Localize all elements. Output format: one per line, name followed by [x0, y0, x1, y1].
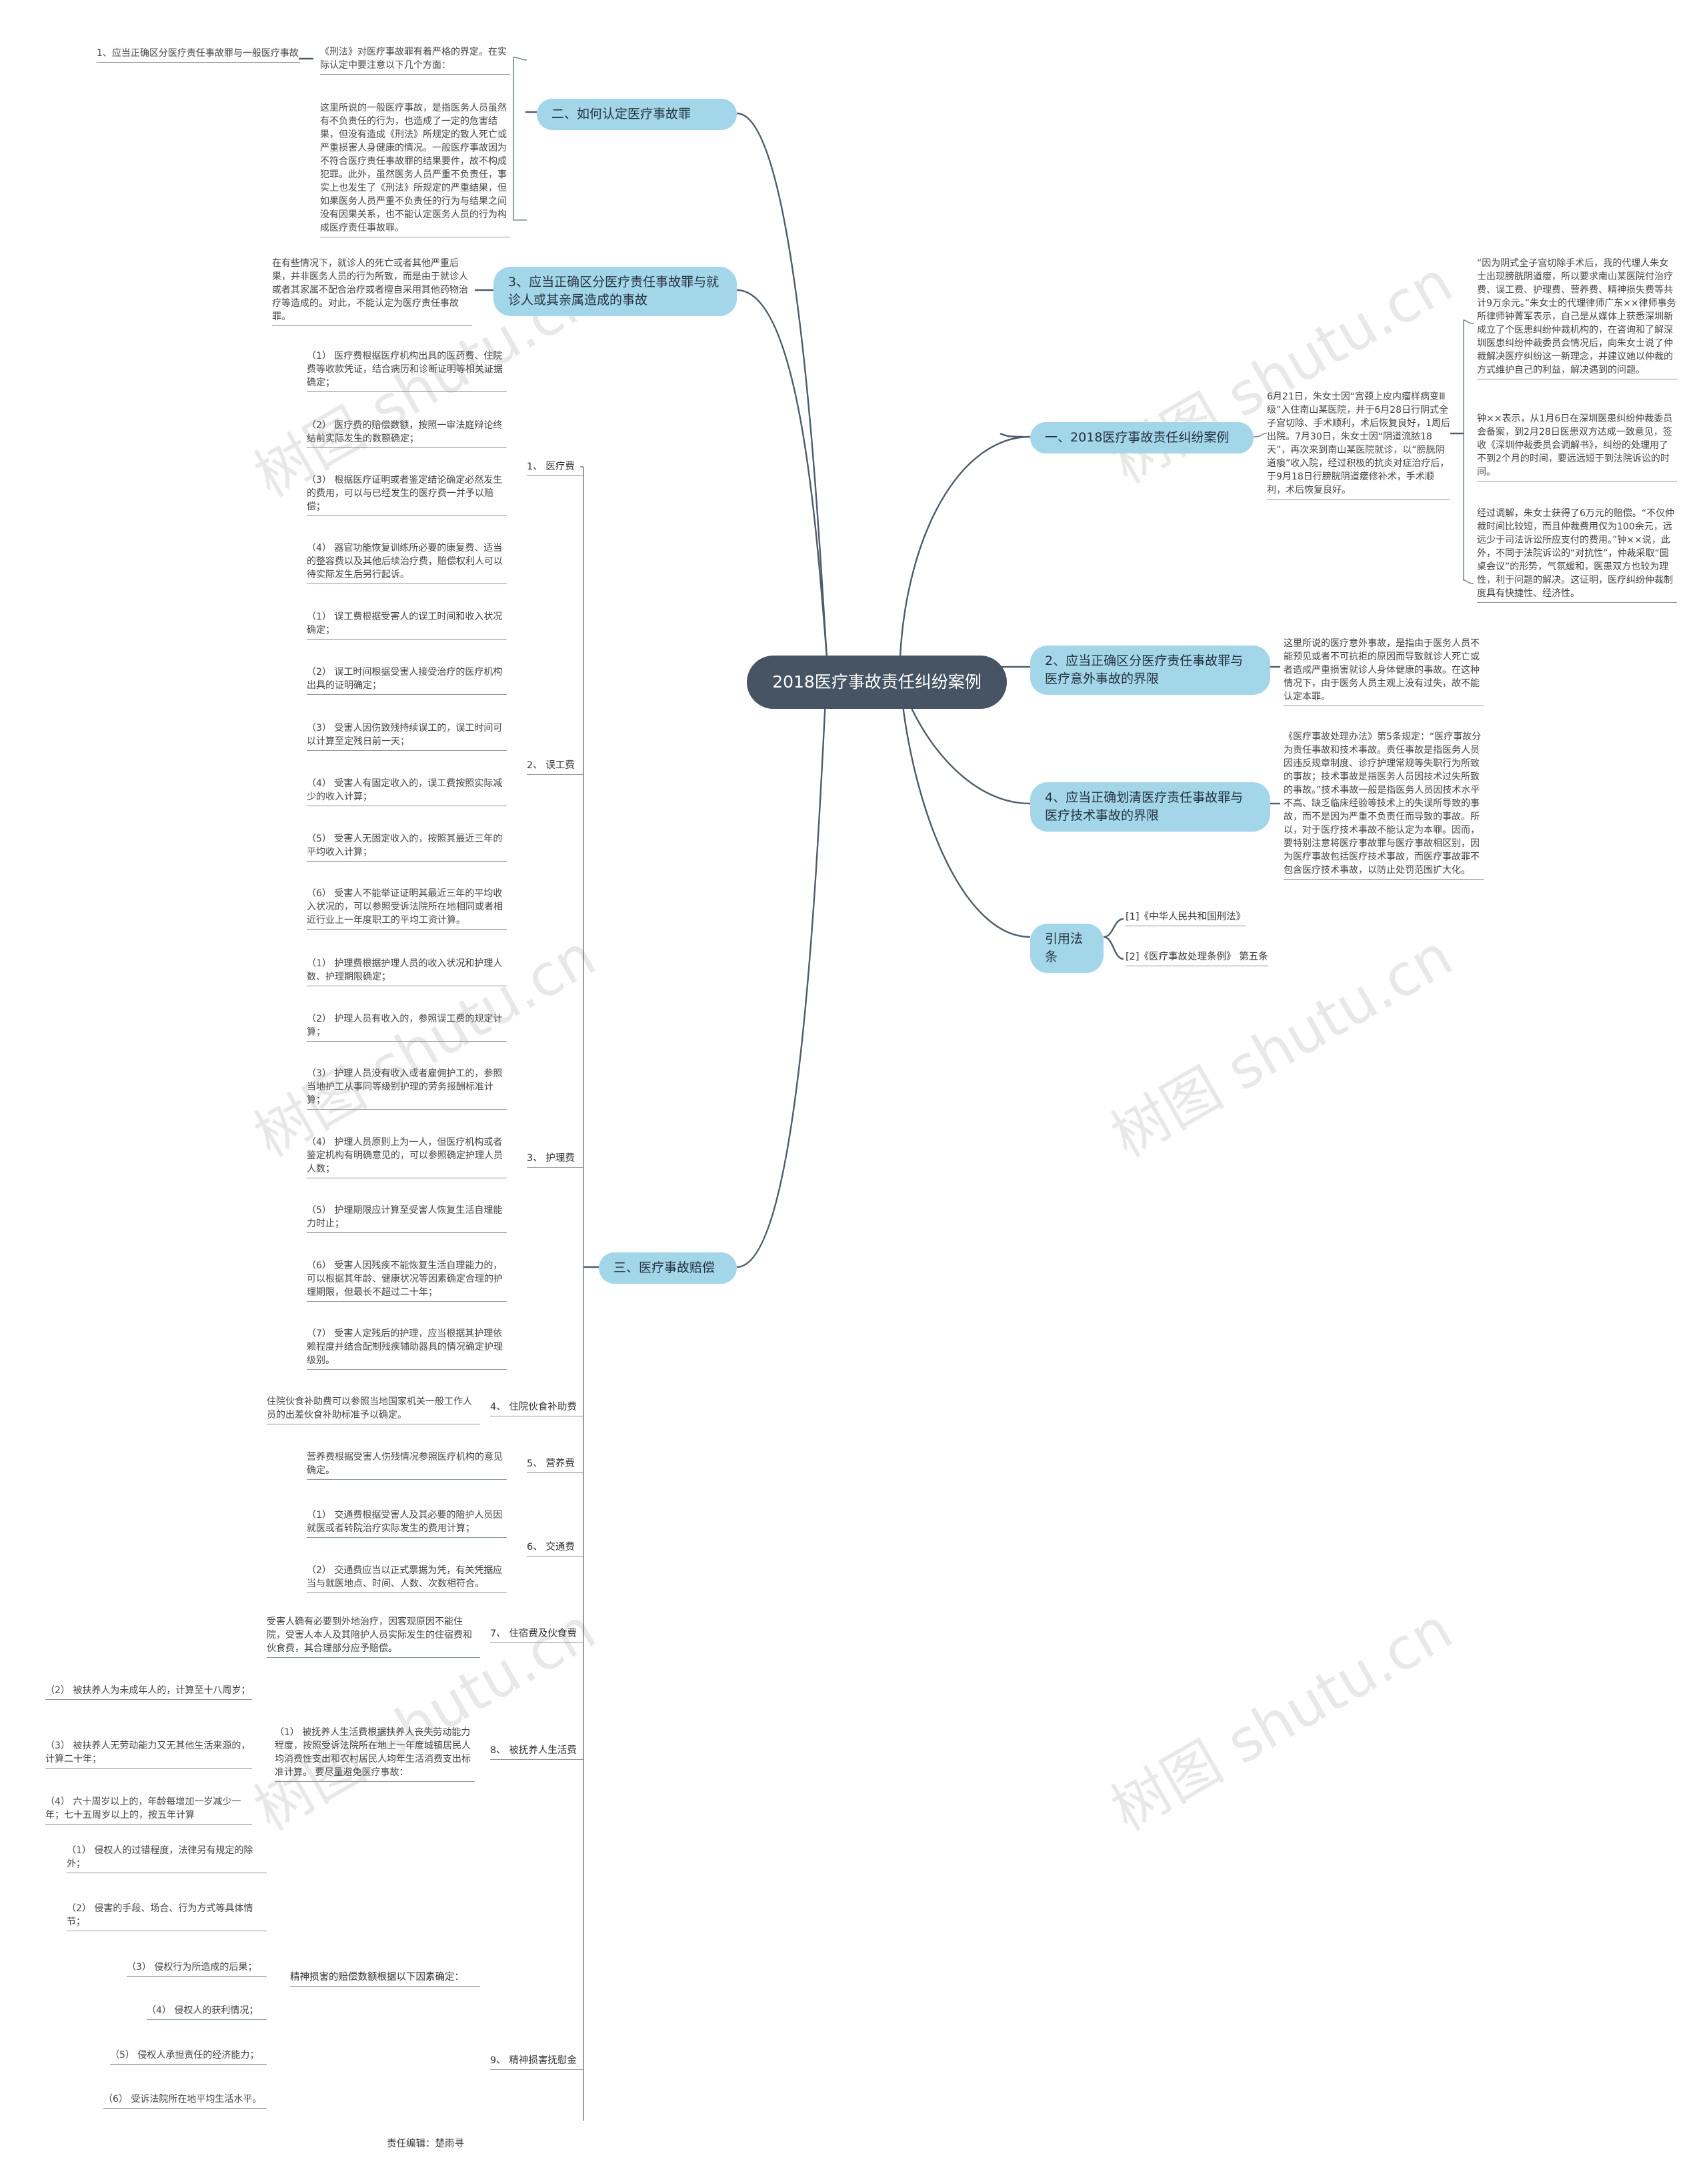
list-item: （4） 护理人员原则上为一人，但医疗机构或者鉴定机构有明确意见的，可以参照确定护…	[307, 1136, 507, 1178]
text-block: 在有些情况下，就诊人的死亡或者其他严重后果，并非医务人员的行为所致，而是由于就诊…	[272, 257, 472, 326]
root-topic[interactable]: 2018医疗事故责任纠纷案例	[747, 656, 1007, 709]
reference-item[interactable]: [1]《中华人民共和国刑法》	[1126, 910, 1246, 926]
list-item: （4） 侵权人的获利情况；	[147, 2004, 267, 2020]
text-block: 营养费根据受害人伤残情况参照医疗机构的意见确定。	[307, 1450, 507, 1480]
category-nursing-fee[interactable]: 3、 护理费	[527, 1152, 583, 1168]
list-item: （3） 根据医疗证明或者鉴定结论确定必然发生的费用，可以与已经发生的医疗费一并予…	[307, 473, 507, 516]
list-item: （1） 误工费根据受害人的误工时间和收入状况确定；	[307, 610, 507, 640]
list-item: （1） 侵权人的过错程度，法律另有规定的除外；	[67, 1844, 267, 1873]
list-item: （2） 护理人员有收入的，参照误工费的规定计算；	[307, 1012, 507, 1042]
list-item: （6） 受害人不能举证证明其最近三年的平均收入状况的，可以参照受诉法院所在地相同…	[307, 887, 507, 930]
topic-identify-crime[interactable]: 二、如何认定医疗事故罪	[537, 99, 737, 130]
text-block: （1） 被抚养人生活费根据扶养人丧失劳动能力程度，按照受诉法院所在地上一年度城镇…	[275, 1726, 475, 1782]
list-item: （1） 医疗费根据医疗机构出具的医药费、住院费等收款凭证，结合病历和诊断证明等相…	[307, 349, 507, 392]
list-item: （2） 被扶养人为未成年人的，计算至十八周岁；	[45, 1684, 252, 1700]
category-lodging-fee[interactable]: 7、 住宿费及伙食费	[490, 1627, 583, 1643]
text-block: 《医疗事故处理办法》第5条规定：“医疗事故分为责任事故和技术事故。责任事故是指医…	[1284, 730, 1484, 880]
list-item: （3） 侵权行为所造成的后果；	[127, 1961, 267, 1977]
category-dependents-fee[interactable]: 8、 被抚养人生活费	[490, 1744, 583, 1760]
list-item: （6） 受害人因残疾不能恢复生活自理能力的，可以根据其年龄、健康状况等因素确定合…	[307, 1259, 507, 1302]
sub-heading: 精神损害的赔偿数额根据以下因素确定：	[290, 1971, 480, 1987]
text-block: 受害人确有必要到外地治疗，因客观原因不能住院，受害人本人及其陪护人员实际发生的住…	[267, 1615, 480, 1658]
list-item: （5） 护理期限应计算至受害人恢复生活自理能力时止；	[307, 1204, 507, 1233]
text-block: 住院伙食补助费可以参照当地国家机关一般工作人员的出差伙食补助标准予以确定。	[267, 1395, 480, 1424]
category-meal-subsidy[interactable]: 4、 住院伙食补助费	[490, 1400, 583, 1416]
aside-note: 1、应当正确区分医疗责任事故罪与一般医疗事故	[97, 47, 300, 63]
list-item: （7） 受害人定残后的护理，应当根据其护理依赖程度并结合配制残疾辅助器具的情况确…	[307, 1327, 507, 1370]
list-item: （4） 受害人有固定收入的，误工费按照实际减少的收入计算；	[307, 777, 507, 806]
list-item: （3） 被扶养人无劳动能力又无其他生活来源的，计算二十年；	[45, 1739, 252, 1769]
list-item: （1） 交通费根据受害人及其必要的陪护人员因就医或者转院治疗实际发生的费用计算；	[307, 1508, 507, 1538]
list-item: （2） 医疗费的赔偿数额，按照一审法庭辩论终结前实际发生的数额确定；	[307, 419, 507, 448]
list-item: （5） 侵权人承担责任的经济能力；	[110, 2049, 267, 2065]
reference-item[interactable]: [2]《医疗事故处理条例》 第五条	[1126, 950, 1268, 966]
topic-technical-accident[interactable]: 4、应当正确划清医疗责任事故罪与医疗技术事故的界限	[1030, 782, 1270, 832]
topic-label: 4、应当正确划清医疗责任事故罪与医疗技术事故的界限	[1045, 790, 1244, 823]
list-item: （3） 护理人员没有收入或者雇佣护工的，参照当地护工从事同等级别护理的劳务报酬标…	[307, 1067, 507, 1110]
category-nutrition-fee[interactable]: 5、 营养费	[527, 1457, 583, 1473]
text-block: 这里所说的一般医疗事故，是指医务人员虽然有不负责任的行为，也造成了一定的危害结果…	[320, 101, 510, 237]
topic-label: 一、2018医疗事故责任纠纷案例	[1045, 430, 1230, 445]
category-lost-wages[interactable]: 2、 误工费	[527, 759, 583, 775]
list-item: （2） 误工时间根据受害人接受治疗的医疗机构出具的证明确定；	[307, 666, 507, 695]
topic-medical-accident[interactable]: 2、应当正确区分医疗责任事故罪与医疗意外事故的界限	[1030, 646, 1270, 695]
list-item: （2） 交通费应当以正式票据为凭，有关凭据应当与就医地点、时间、人数、次数相符合…	[307, 1564, 507, 1593]
list-item: （2） 侵害的手段、场合、行为方式等具体情节；	[67, 1902, 267, 1931]
category-transport-fee[interactable]: 6、 交通费	[527, 1540, 583, 1556]
category-medical-fee[interactable]: 1、 医疗费	[527, 460, 583, 476]
text-block: 《刑法》对医疗事故罪有着严格的界定。在实际认定中要注意以下几个方面：	[320, 45, 510, 75]
list-item: “因为阴式全子宫切除手术后，我的代理人朱女士出现膀胱阴道瘘，所以要求南山某医院付…	[1477, 257, 1677, 379]
list-item: （6） 受诉法院所在地平均生活水平。	[103, 2093, 267, 2109]
list-item: 钟××表示，从1月6日在深圳医患纠纷仲裁委员会备案，到2月28日医患双方达成一致…	[1477, 412, 1677, 481]
list-item: （4） 六十周岁以上的，年龄每增加一岁减少一年；七十五周岁以上的，按五年计算	[45, 1795, 252, 1825]
editor-credit: 责任编辑：楚雨寻	[387, 2139, 464, 2149]
topic-label: 3、应当正确区分医疗责任事故罪与就诊人或其亲属造成的事故	[508, 275, 719, 307]
topic-patient-caused[interactable]: 3、应当正确区分医疗责任事故罪与就诊人或其亲属造成的事故	[493, 267, 737, 316]
topic-label: 三、医疗事故赔偿	[613, 1260, 715, 1275]
topic-compensation[interactable]: 三、医疗事故赔偿	[599, 1252, 737, 1284]
list-item: （1） 护理费根据护理人员的收入状况和护理人数、护理期限确定；	[307, 957, 507, 986]
text-block: 这里所说的医疗意外事故，是指由于医务人员不能预见或者不可抗拒的原因而导致就诊人死…	[1284, 637, 1484, 706]
topic-case-2018[interactable]: 一、2018医疗事故责任纠纷案例	[1030, 422, 1254, 453]
text-block: 6月21日，朱女士因“宫颈上皮内瘤样病变Ⅲ级”入住南山某医院，并于6月28日行阴…	[1267, 390, 1450, 499]
list-item: 经过调解，朱女士获得了6万元的赔偿。“不仅仲裁时间比较短，而且仲裁费用仅为100…	[1477, 507, 1677, 603]
topic-references[interactable]: 引用法条	[1030, 924, 1104, 973]
list-item: （5） 受害人无固定收入的，按照其最近三年的平均收入计算；	[307, 832, 507, 862]
list-item: （3） 受害人因伤致残持续误工的，误工时间可以计算至定残日前一天；	[307, 722, 507, 751]
list-item: （4） 器官功能恢复训练所必要的康复费、适当的整容费以及其他后续治疗费，赔偿权利…	[307, 541, 507, 584]
root-topic-label: 2018医疗事故责任纠纷案例	[772, 672, 982, 692]
topic-label: 二、如何认定医疗事故罪	[551, 107, 691, 121]
topic-label: 2、应当正确区分医疗责任事故罪与医疗意外事故的界限	[1045, 654, 1244, 686]
category-mental-damages[interactable]: 9、 精神损害抚慰金	[490, 2054, 583, 2070]
topic-label: 引用法条	[1045, 932, 1084, 964]
